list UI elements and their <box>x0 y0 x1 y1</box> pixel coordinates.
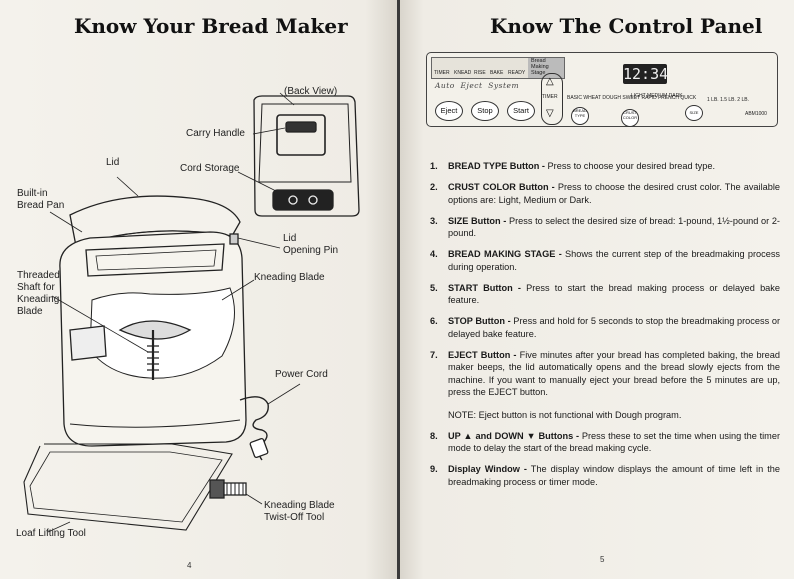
down-arrow-icon[interactable]: ▽ <box>546 108 554 119</box>
right-page: Know The Control Panel TIMER KNEAD RISE … <box>400 0 794 579</box>
label-lid-opening-pin: Lid Opening Pin <box>283 233 339 256</box>
control-panel-diagram: TIMER KNEAD RISE BAKE READY Bread Making… <box>426 52 778 127</box>
timer-label: TIMER <box>542 94 558 100</box>
bread-maker-illustration <box>23 92 360 533</box>
stage-label: Bread Making Stage <box>531 58 549 76</box>
twist-off-tool <box>209 479 247 499</box>
list-item: 7.EJECT Button - Five minutes after your… <box>430 349 781 420</box>
label-carry-handle: Carry Handle <box>186 128 245 139</box>
page-number-right: 5 <box>600 555 605 564</box>
list-item: 9.Display Window - The display window di… <box>430 464 780 487</box>
model-number: ABM1000 <box>745 111 767 117</box>
page-number-left: 4 <box>187 561 192 570</box>
list-item: 5.START Button - Press to start the brea… <box>430 282 780 306</box>
label-back-view: (Back View) <box>284 86 338 97</box>
loaf-lifting-tool <box>23 443 233 531</box>
list-item: 1.BREAD TYPE Button - Press to choose yo… <box>430 161 716 171</box>
eject-button[interactable]: Eject <box>435 101 463 121</box>
indicator-rise: RISE <box>474 70 486 76</box>
size-button[interactable]: SIZE <box>685 105 703 121</box>
left-page: Know Your Bread Maker <box>0 0 397 579</box>
eject-note: NOTE: Eject button is not functional wit… <box>448 409 682 420</box>
indicator-ready: READY <box>508 70 526 76</box>
indicator-knead: KNEAD <box>454 70 472 76</box>
control-panel-list: 1.BREAD TYPE Button - Press to choose yo… <box>430 160 780 497</box>
mode-label: Auto Eject System <box>435 81 520 90</box>
label-built-in-bread-pan: Built-in Bread Pan <box>17 188 65 211</box>
display-window: 12:34 <box>623 64 669 84</box>
label-kneading-blade-tool: Kneading Blade Twist-Off Tool <box>264 500 335 523</box>
label-threaded-shaft: Threaded Shaft for Kneading Blade <box>17 270 60 317</box>
list-item: 6.STOP Button - Press and hold for 5 sec… <box>430 316 781 339</box>
start-button[interactable]: Start <box>507 101 535 121</box>
timer-up-down: △ TIMER ▽ <box>541 73 563 125</box>
indicator-bake: BAKE <box>490 70 504 76</box>
list-item: 8.UP ▲ and DOWN ▼ Buttons - Press these … <box>430 430 780 454</box>
list-item: 4.BREAD MAKING STAGE - Shows the current… <box>430 249 781 272</box>
size-options: 1 LB. 1.5 LB. 2 LB. <box>707 97 749 103</box>
left-page-title: Know Your Bread Maker <box>74 14 348 38</box>
indicator-timer: TIMER <box>434 70 450 76</box>
back-view-machine <box>253 95 360 217</box>
list-item: 3.SIZE Button - Press to select the desi… <box>430 215 780 239</box>
label-lid: Lid <box>106 157 120 168</box>
list-item: 2.CRUST COLOR Button - Press to choose t… <box>430 182 780 205</box>
label-power-cord: Power Cord <box>275 369 328 380</box>
crust-color-button[interactable]: CRUST COLOR <box>621 109 639 127</box>
main-machine <box>59 195 247 447</box>
stop-button[interactable]: Stop <box>471 101 499 121</box>
bread-type-options: BASIC WHEAT DOUGH SWEET RAPID FRENCH QUI… <box>567 95 697 101</box>
label-kneading-blade: Kneading Blade <box>254 272 325 283</box>
bread-type-button[interactable]: BREAD TYPE <box>571 107 589 125</box>
up-arrow-icon[interactable]: △ <box>546 76 554 87</box>
label-loaf-lifting-tool: Loaf Lifting Tool <box>16 528 86 539</box>
right-page-title: Know The Control Panel <box>490 14 763 38</box>
color-options: LIGHT MEDIUM DARK <box>631 93 683 99</box>
label-cord-storage: Cord Storage <box>180 163 240 174</box>
stage-indicator-strip: TIMER KNEAD RISE BAKE READY Bread Making… <box>431 57 565 79</box>
